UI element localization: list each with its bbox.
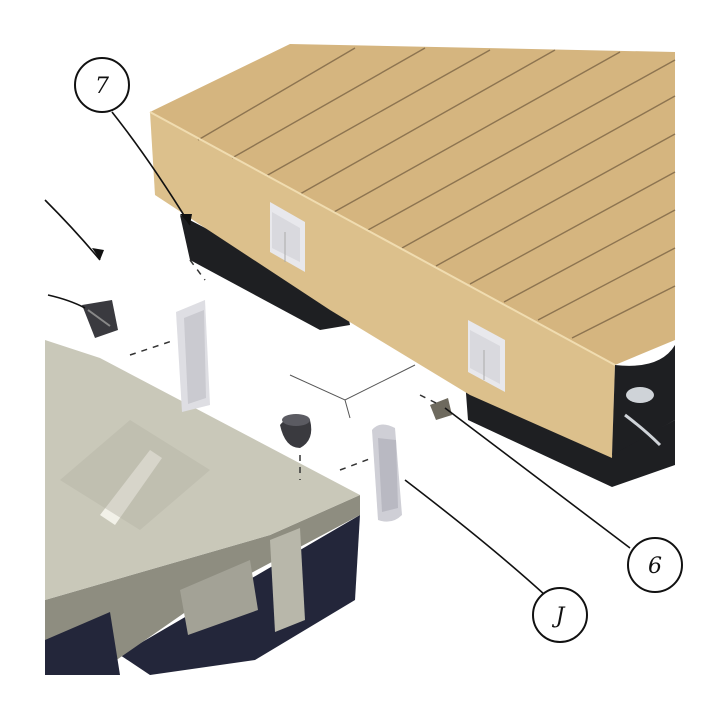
float-pontoon-left	[45, 612, 120, 675]
float-notch	[180, 560, 258, 635]
callout-3-label: J	[552, 604, 566, 629]
upper-deck-underside	[180, 215, 350, 330]
float-recess	[60, 420, 210, 530]
arrowhead-icon	[92, 248, 104, 260]
upper-deck-section	[149, 44, 676, 487]
upper-deck-top-surface	[150, 44, 675, 365]
callout-1-label: 7	[95, 74, 109, 99]
end-cap-hole	[626, 387, 654, 403]
frame-outline	[289, 364, 416, 419]
bracket-icon	[468, 320, 505, 392]
float-ridge	[100, 450, 162, 525]
callout-2: 6	[627, 537, 683, 593]
loose-bracket-left	[176, 300, 210, 412]
bolt-icon	[280, 414, 312, 448]
float-tab	[270, 528, 305, 632]
end-cap-ring	[624, 413, 662, 447]
loose-bracket-right	[372, 424, 402, 522]
callout-1: 7	[74, 57, 130, 113]
float-top-surface	[45, 340, 360, 600]
deck-board-lines	[197, 47, 676, 339]
upper-deck-underside-right	[465, 380, 675, 487]
arrowhead-icon	[180, 214, 192, 225]
assembly-dashed-lines	[129, 259, 441, 480]
lower-float-section	[45, 340, 360, 675]
leader-lines	[44, 111, 631, 596]
fastener-clip-icon	[82, 300, 118, 338]
callout-2-label: 6	[648, 554, 662, 579]
deck-edge-highlight	[149, 111, 616, 366]
bracket-icon	[270, 202, 305, 272]
callout-3: J	[532, 587, 588, 643]
